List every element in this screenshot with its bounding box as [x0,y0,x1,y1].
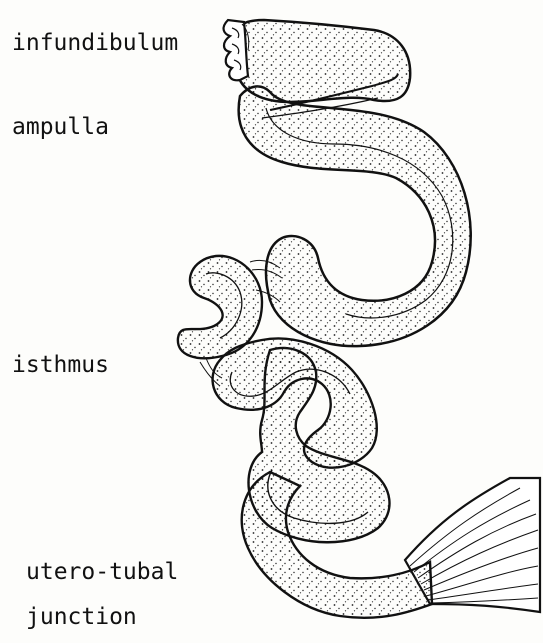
label-utero-tubal-line1: utero-tubal [26,559,178,585]
label-ampulla: ampulla [12,114,109,140]
fimbriae [224,20,249,80]
tube-ampulla [239,86,471,346]
label-isthmus: isthmus [12,352,109,378]
label-utero-tubal-line2: junction [26,604,137,630]
label-infundibulum: infundibulum [12,30,178,56]
